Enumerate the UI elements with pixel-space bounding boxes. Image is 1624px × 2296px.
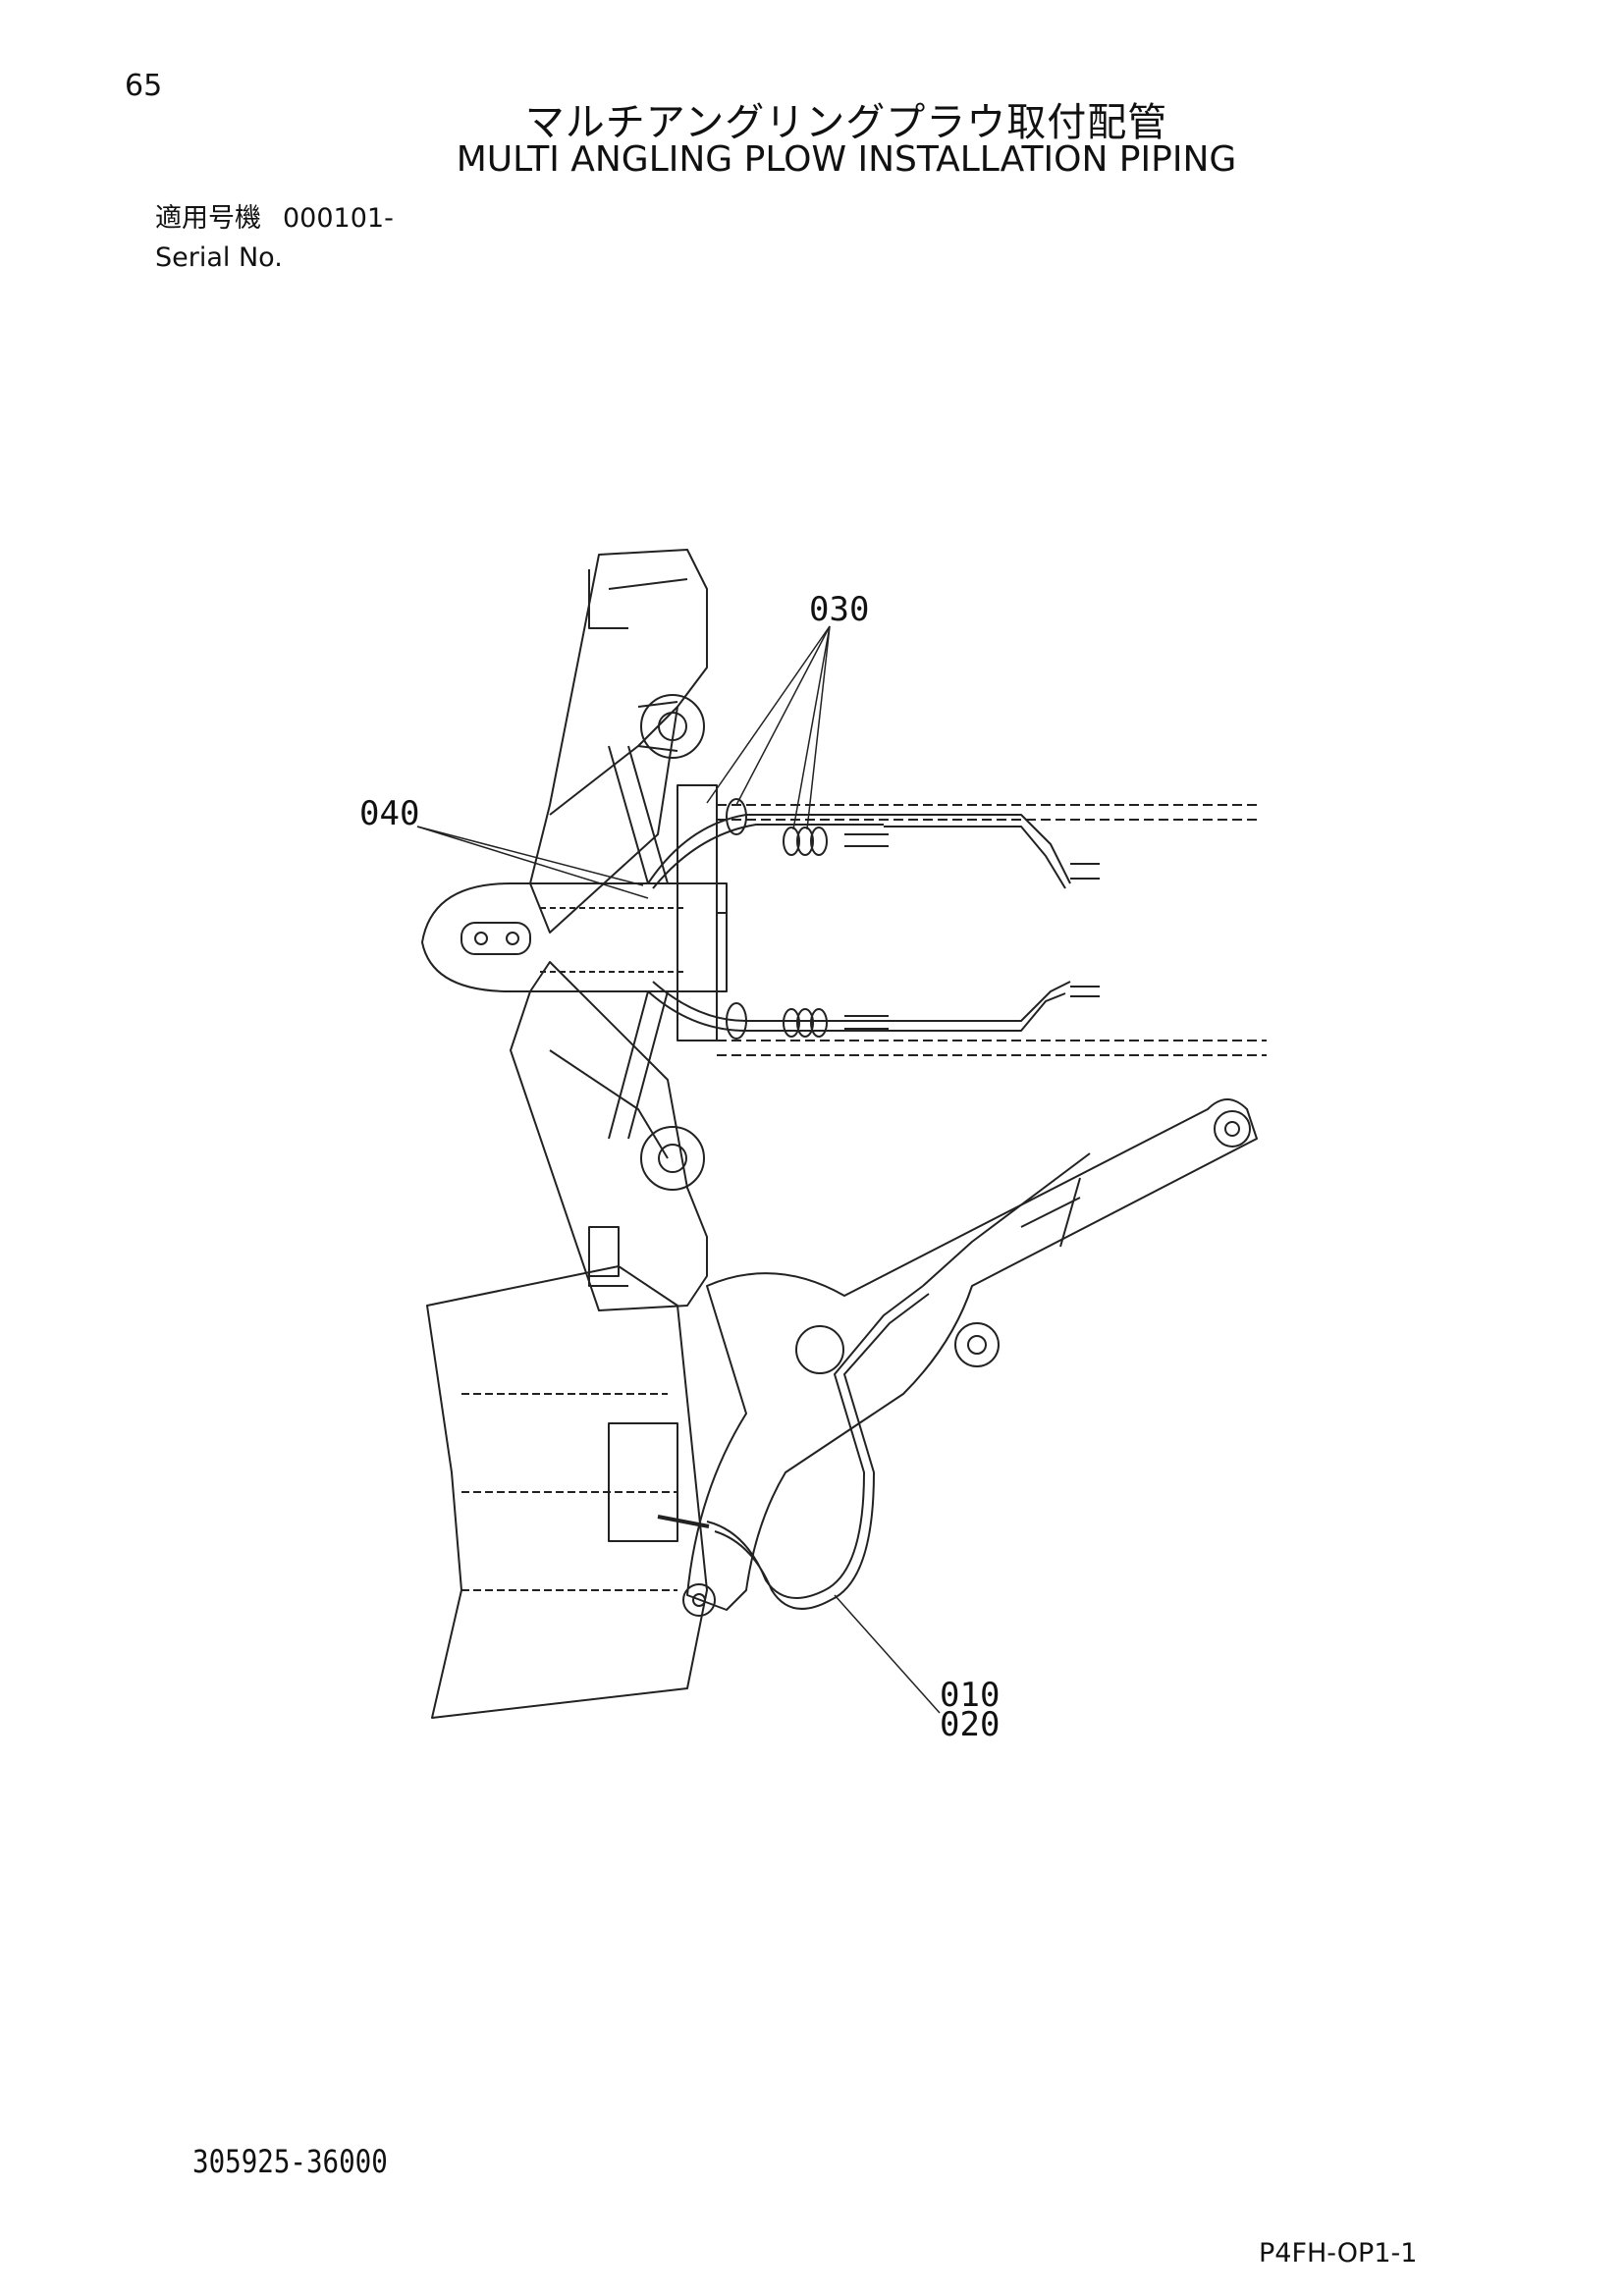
blade-post [588,1226,620,1277]
frame-upright [677,784,718,1041]
hub-pin [460,922,531,955]
blade-bracket [608,1422,678,1542]
boom-arm [686,1098,1258,1611]
blade-edge-upper [588,569,628,629]
page-number: 65 [125,69,163,103]
serial-row-jp: 適用号機 000101- [155,199,394,239]
boom-pivot-pin [1214,1110,1251,1148]
side-hose [706,1285,930,1610]
page-title-japanese: マルチアングリングプラウ取付配管 [524,100,1168,145]
callout-040: 040 [359,794,419,833]
serial-label-jp: 適用号機 [155,203,261,234]
plow-side-view [426,1098,1258,1719]
page-title-english: MULTI ANGLING PLOW INSTALLATION PIPING [456,139,1237,180]
blade-center-hub [421,882,728,992]
plow-top-view [421,549,1267,1311]
serial-block: 適用号機 000101- Serial No. [155,199,394,278]
hose-lower-a [647,981,884,1032]
callout-020: 020 [940,1705,1000,1744]
hose-upper-a [647,814,884,889]
cylinder-mount-lower [640,1126,705,1191]
hose-upper-b [884,814,1071,889]
hose-lower-b [884,981,1071,1032]
document-number: 305925-36000 [192,2143,388,2180]
leader-lines [416,625,941,1714]
blade-wing-upper [529,549,708,934]
serial-label-en: Serial No. [155,242,283,273]
lift-arm-upper [717,804,1257,821]
sheet-code: P4FH-OP1-1 [1259,2238,1418,2269]
callout-010: 010 [940,1676,1000,1715]
cylinder-mount-upper [640,694,705,759]
serial-value: 000101- [283,203,394,234]
callout-030: 030 [809,590,869,629]
lift-arm-lower [717,1040,1267,1056]
blade-side [426,1265,708,1719]
blade-wing-lower [510,961,708,1311]
side-hose-upper [922,1152,1091,1287]
